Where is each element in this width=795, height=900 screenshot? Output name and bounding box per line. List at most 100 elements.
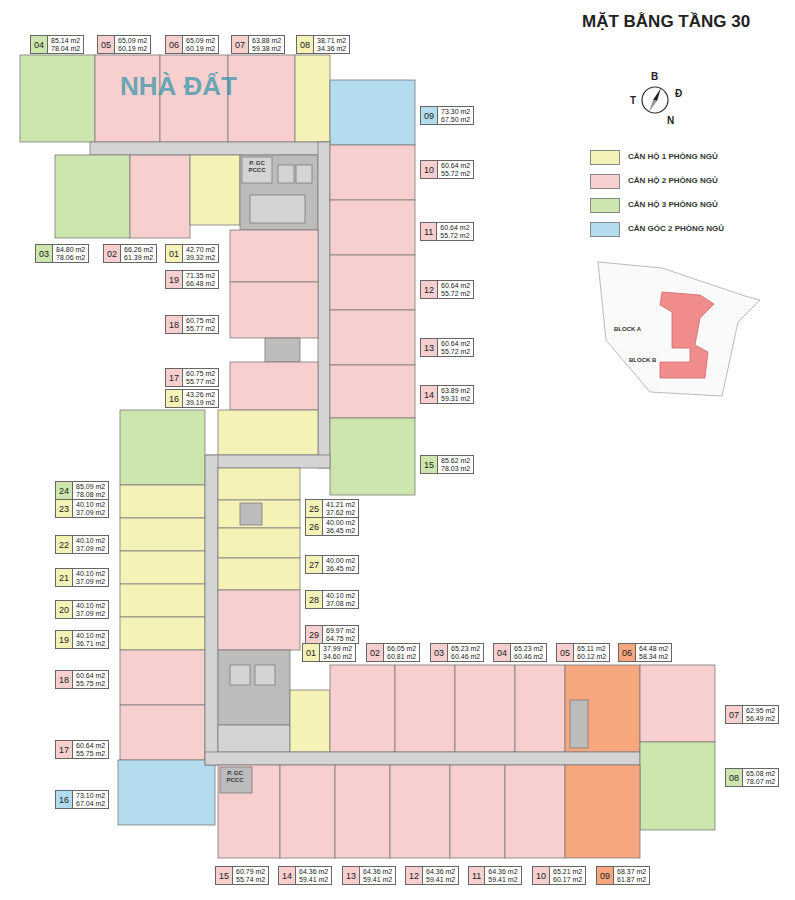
area-box: 42.70 m239.32 m2 — [183, 244, 219, 263]
unit-number: 16 — [55, 790, 73, 809]
unit-tag: 1860.64 m255.75 m2 — [55, 670, 109, 689]
unit-area: 78.06 m2 — [56, 254, 85, 262]
unit — [330, 310, 415, 365]
unit-area: 60.64 m2 — [76, 672, 105, 680]
unit — [228, 55, 295, 142]
unit — [118, 760, 215, 825]
area-box: 63.89 m259.31 m2 — [438, 385, 474, 404]
unit-area: 36.45 m2 — [326, 565, 355, 573]
unit-area: 55.74 m2 — [236, 876, 265, 884]
unit-number: 24 — [55, 481, 73, 500]
unit — [218, 765, 280, 858]
legend-swatch — [590, 198, 620, 213]
unit-area: 73.10 m2 — [76, 792, 105, 800]
area-box: 38.71 m234.36 m2 — [314, 35, 350, 54]
unit-area: 85.09 m2 — [76, 483, 105, 491]
unit — [390, 765, 450, 858]
unit-number: 02 — [103, 244, 121, 263]
unit — [515, 665, 565, 752]
unit-tag: 2541.21 m237.62 m2 — [305, 499, 359, 518]
area-box: 40.00 m236.45 m2 — [323, 517, 359, 536]
unit-area: 40.10 m2 — [76, 501, 105, 509]
unit-area: 55.77 m2 — [186, 325, 215, 333]
unit-area: 59.31 m2 — [441, 395, 470, 403]
unit — [395, 665, 455, 752]
unit-tag: 0565.11 m260.12 m2 — [556, 643, 610, 662]
unit-area: 39.32 m2 — [186, 254, 215, 262]
unit-area: 64.36 m2 — [426, 868, 455, 876]
unit-area: 66.26 m2 — [124, 246, 153, 254]
unit-area: 65.09 m2 — [118, 37, 147, 45]
unit-area: 66.05 m2 — [387, 645, 416, 653]
unit-area: 60.79 m2 — [236, 868, 265, 876]
unit-tag: 0865.08 m278.07 m2 — [725, 768, 779, 787]
unit-number: 15 — [420, 455, 438, 474]
unit-area: 42.70 m2 — [186, 246, 215, 254]
unit-number: 12 — [405, 866, 423, 885]
area-box: 41.21 m237.62 m2 — [323, 499, 359, 518]
unit-number: 13 — [420, 338, 438, 357]
unit — [330, 145, 415, 200]
block-label: BLOCK A — [613, 326, 642, 333]
compass-letter: N — [667, 115, 674, 127]
area-box: 40.10 m237.09 m2 — [73, 568, 109, 587]
unit-tag: 2485.09 m278.08 m2 — [55, 481, 109, 500]
room-label: P. GC PCCC — [221, 770, 249, 784]
unit-number: 07 — [725, 705, 743, 724]
unit-area: 60.64 m2 — [440, 224, 469, 232]
area-box: 73.30 m267.50 m2 — [438, 106, 474, 125]
unit-area: 64.36 m2 — [488, 868, 517, 876]
plan-title: MẶT BẰNG TẦNG 30 — [582, 12, 750, 32]
unit-tag: 1585.62 m278.03 m2 — [420, 455, 474, 474]
unit-area: 55.75 m2 — [76, 680, 105, 688]
corridor — [205, 752, 640, 765]
unit-area: 36.45 m2 — [326, 527, 355, 535]
unit-area: 64.36 m2 — [363, 868, 392, 876]
unit-tag: 1560.79 m255.74 m2 — [215, 866, 269, 885]
unit-tag: 2140.10 m237.09 m2 — [55, 568, 109, 587]
unit-tag: 0266.26 m261.39 m2 — [103, 244, 157, 263]
unit-tag: 2240.10 m237.09 m2 — [55, 535, 109, 554]
unit-number: 03 — [35, 244, 53, 263]
unit-area: 40.10 m2 — [76, 632, 105, 640]
stair — [570, 700, 588, 748]
area-box: 40.00 m236.45 m2 — [323, 555, 359, 574]
core — [240, 155, 318, 230]
unit — [295, 55, 330, 142]
watermark: NHÀ ĐẤT — [120, 72, 237, 102]
unit-tag: 1065.21 m260.17 m2 — [532, 866, 586, 885]
unit-tag: 0968.37 m261.87 m2 — [596, 866, 650, 885]
area-box: 66.05 m260.81 m2 — [384, 643, 420, 662]
unit-area: 67.04 m2 — [76, 800, 105, 808]
unit-area: 37.09 m2 — [76, 578, 105, 586]
unit-area: 59.41 m2 — [488, 876, 517, 884]
unit — [120, 410, 205, 485]
unit-area: 73.30 m2 — [441, 108, 470, 116]
unit-number: 03 — [430, 643, 448, 662]
unit — [565, 665, 640, 752]
block-b — [118, 410, 715, 858]
unit-area: 78.04 m2 — [51, 45, 80, 53]
unit-tag: 0266.05 m260.81 m2 — [366, 643, 420, 662]
unit — [218, 528, 300, 558]
unit-number: 27 — [305, 555, 323, 574]
unit-tag: 2840.10 m237.08 m2 — [305, 590, 359, 609]
unit-tag: 0384.80 m278.06 m2 — [35, 244, 89, 263]
area-box: 62.95 m256.49 m2 — [743, 705, 779, 724]
unit-area: 78.03 m2 — [441, 465, 470, 473]
area-box: 40.10 m237.08 m2 — [323, 590, 359, 609]
legend-text: CĂN HỘ 1 PHÒNG NGỦ — [628, 152, 718, 161]
unit-number: 21 — [55, 568, 73, 587]
area-box: 69.97 m264.75 m2 — [323, 625, 359, 644]
unit-tag: 1760.75 m255.77 m2 — [165, 368, 219, 387]
unit-area: 43.26 m2 — [186, 391, 215, 399]
unit-number: 11 — [420, 222, 437, 241]
unit-number: 05 — [556, 643, 574, 662]
unit — [565, 765, 640, 858]
unit-number: 25 — [305, 499, 323, 518]
unit-tag: 1364.36 m259.41 m2 — [342, 866, 396, 885]
legend-swatch — [590, 174, 620, 189]
unit-number: 26 — [305, 517, 323, 536]
unit-area: 36.71 m2 — [76, 640, 105, 648]
unit-number: 11 — [468, 866, 485, 885]
